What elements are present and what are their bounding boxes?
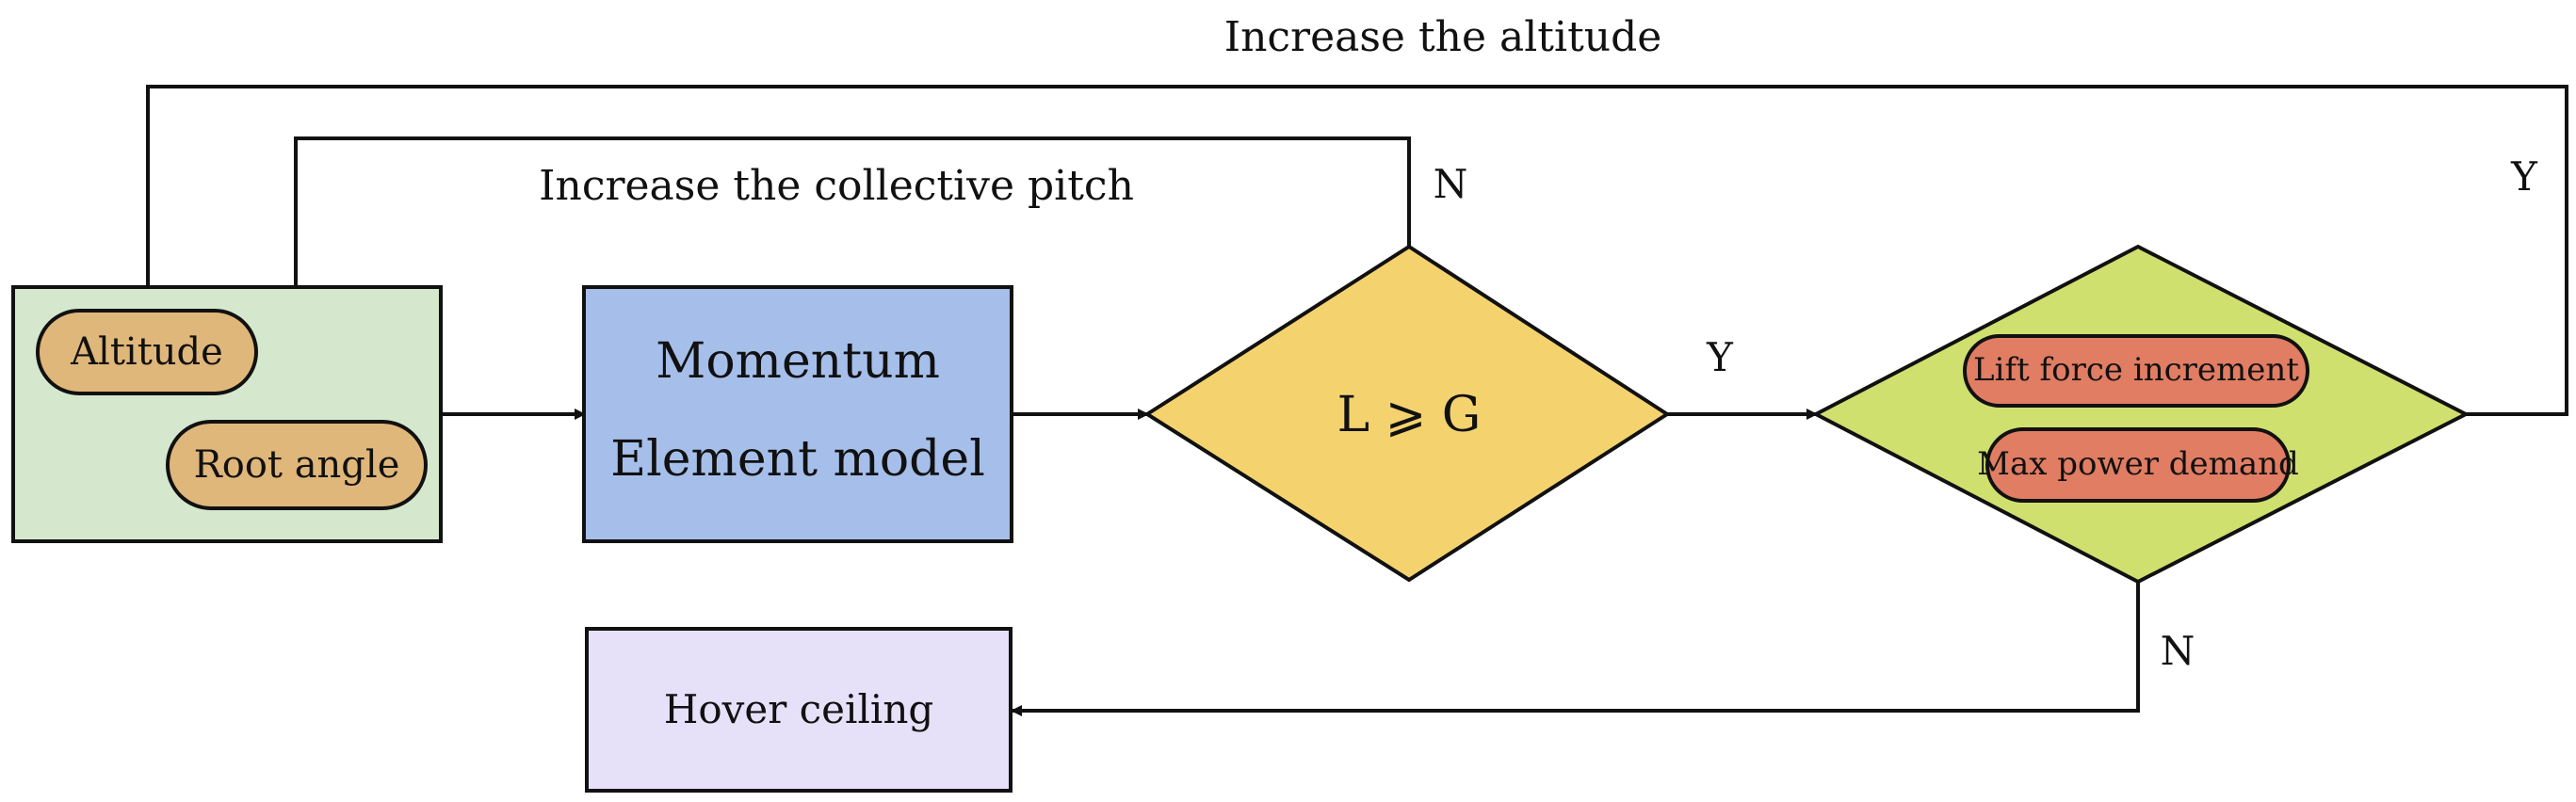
model-line-2: Element model [610, 431, 985, 488]
altitude-feedback-loop [142, 85, 2568, 416]
root-angle-pill [166, 420, 428, 510]
max-power-demand-pill [1985, 427, 2291, 503]
check-no-label: N [2161, 628, 2195, 674]
increase-altitude-label: Increase the altitude [1224, 13, 1662, 61]
performance-check-decision [1811, 244, 2471, 585]
pitch-no-label: N [1434, 161, 1468, 207]
lift-force-increment-pill [1963, 334, 2309, 408]
altitude-label: Altitude [70, 330, 223, 374]
altitude-pill [36, 309, 258, 395]
decision-yes-label: Y [1706, 334, 1734, 380]
altitude-yes-label: Y [2510, 153, 2538, 200]
max-power-demand-label: Max power demand [1977, 445, 2299, 483]
lift-vs-weight-decision [1143, 244, 1671, 583]
model-line-1: Momentum [656, 333, 940, 390]
hover-ceiling-box [585, 627, 1013, 793]
model-box [582, 285, 1013, 543]
pitch-feedback-loop [290, 136, 1411, 422]
lift-force-increment-label: Lift force increment [1973, 351, 2299, 389]
lift-vs-weight-label: L ⩾ G [1337, 387, 1482, 443]
hover-ceiling-label: Hover ceiling [664, 686, 934, 732]
increase-pitch-label: Increase the collective pitch [539, 162, 1134, 210]
check-to-output-arrow [1011, 582, 2140, 716]
root-angle-label: Root angle [194, 443, 400, 487]
